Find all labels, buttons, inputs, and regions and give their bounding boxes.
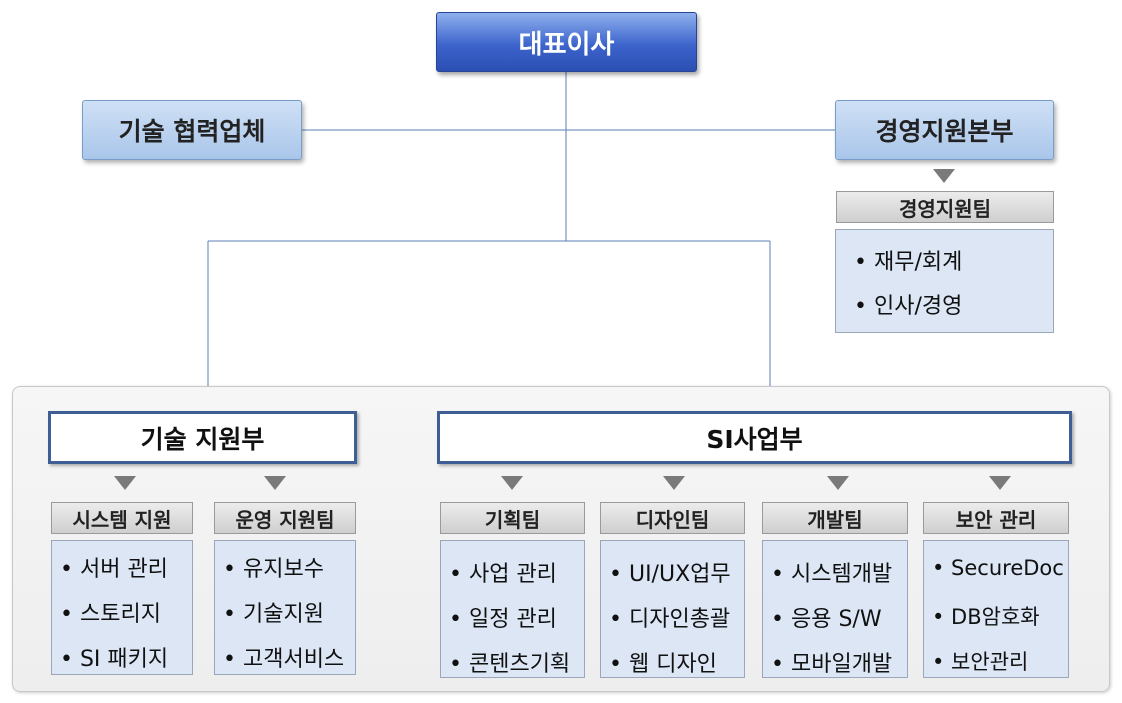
si-dept-box: SI사업부: [437, 411, 1072, 464]
list-item: • 웹 디자인: [609, 652, 717, 677]
management-team-label: 경영지원팀: [899, 196, 991, 221]
list-item: • 사업 관리: [449, 562, 557, 587]
team-list-development: • 시스템개발 • 응용 S/W • 모바일개발: [762, 540, 908, 678]
arrow-down-icon: [663, 476, 685, 490]
team-header-design: 디자인팀: [600, 502, 745, 534]
list-item: • UI/UX업무: [609, 562, 731, 587]
ceo-label: 대표이사: [518, 29, 615, 60]
team-header-ops-support: 운영 지원팀: [214, 502, 356, 534]
si-dept-label: SI사업부: [706, 424, 803, 454]
team-label: 시스템 지원: [72, 507, 172, 532]
tech-dept-box: 기술 지원부: [48, 411, 357, 464]
team-list-ops-support: • 유지보수 • 기술지원 • 고객서비스: [214, 540, 356, 675]
ceo-box: 대표이사: [436, 12, 697, 72]
arrow-down-icon: [114, 476, 136, 490]
management-team-header: 경영지원팀: [836, 191, 1054, 223]
list-item: • 서버 관리: [60, 557, 168, 582]
arrow-down-icon: [501, 476, 523, 490]
partner-label: 기술 협력업체: [118, 117, 266, 146]
list-item: • 콘텐츠기획: [449, 652, 571, 677]
list-item: • 응용 S/W: [771, 607, 882, 632]
arrow-down-icon: [989, 476, 1011, 490]
arrow-down-icon: [933, 169, 955, 183]
list-item: • 스토리지: [60, 602, 161, 627]
list-item: • 고객서비스: [223, 647, 345, 672]
tech-dept-label: 기술 지원부: [140, 424, 265, 454]
list-item: • 디자인총괄: [609, 607, 731, 632]
list-item: • 일정 관리: [449, 607, 557, 632]
list-item: • 재무/회계: [854, 250, 963, 275]
team-header-planning: 기획팀: [440, 502, 585, 534]
team-header-system-support: 시스템 지원: [51, 502, 193, 534]
team-label: 기획팀: [484, 507, 541, 532]
list-item: • DB암호화: [932, 605, 1040, 629]
team-label: 디자인팀: [635, 507, 710, 532]
list-item: • 모바일개발: [771, 652, 893, 677]
arrow-down-icon: [827, 476, 849, 490]
list-item: • 기술지원: [223, 602, 324, 627]
team-list-planning: • 사업 관리 • 일정 관리 • 콘텐츠기획: [440, 540, 585, 678]
team-list-design: • UI/UX업무 • 디자인총괄 • 웹 디자인: [600, 540, 745, 678]
management-team-list: • 재무/회계 • 인사/경영: [835, 229, 1054, 333]
list-item: • 시스템개발: [771, 562, 893, 587]
list-item: • 보안관리: [932, 650, 1029, 674]
partner-box: 기술 협력업체: [82, 100, 302, 160]
arrow-down-icon: [264, 476, 286, 490]
list-item: • SI 패키지: [60, 647, 169, 672]
team-label: 보안 관리: [955, 507, 1037, 532]
list-item: • 인사/경영: [854, 294, 963, 319]
team-header-security: 보안 관리: [923, 502, 1069, 534]
team-header-development: 개발팀: [762, 502, 908, 534]
management-hq-box: 경영지원본부: [835, 100, 1054, 160]
list-item: • 유지보수: [223, 557, 324, 582]
team-label: 운영 지원팀: [235, 507, 335, 532]
management-hq-label: 경영지원본부: [875, 117, 1014, 146]
team-list-security: • SecureDoc • DB암호화 • 보안관리: [923, 540, 1069, 678]
team-label: 개발팀: [807, 507, 863, 532]
list-item: • SecureDoc: [932, 556, 1064, 580]
team-list-system-support: • 서버 관리 • 스토리지 • SI 패키지: [51, 540, 193, 675]
